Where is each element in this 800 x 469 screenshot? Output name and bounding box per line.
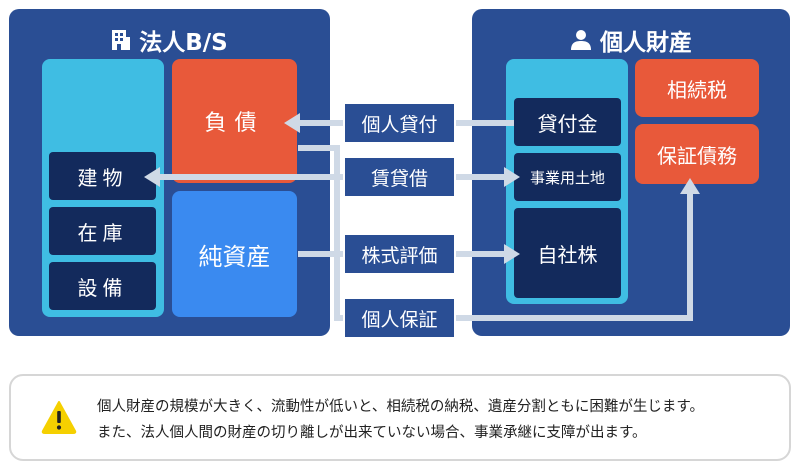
personal-inheritance-tax: 相続税 (635, 59, 759, 117)
relation-lease: 賃貸借 (343, 156, 456, 198)
corporate-asset-equipment: 設備 (49, 262, 156, 310)
relation-personal-loan: 個人貸付 (343, 102, 456, 144)
stock-arrowhead (504, 244, 520, 264)
personal-guarantee-obligation: 保証債務 (635, 124, 759, 184)
relation-stock-valuation: 株式評価 (343, 233, 456, 275)
personal-assets-title: 個人財産 (472, 23, 790, 57)
warning-note: 個人財産の規模が大きく、流動性が低いと、相続税の納税、遺産分割ともに困難が生じま… (9, 374, 791, 461)
corporate-bs-title-text: 法人B/S (139, 30, 228, 56)
warning-note-text: 個人財産の規模が大きく、流動性が低いと、相続税の納税、遺産分割ともに困難が生じま… (97, 394, 777, 446)
guarantee-arrow-line (298, 145, 693, 321)
lease-arrowhead-left (144, 167, 160, 187)
corporate-asset-inventory: 在庫 (49, 207, 156, 255)
warning-icon (41, 401, 77, 434)
relation-personal-guarantee: 個人保証 (343, 297, 456, 339)
corporate-bs-title: 法人B/S (9, 23, 330, 57)
lease-arrowhead-right (504, 167, 520, 187)
guarantee-arrowhead (680, 178, 700, 194)
person-icon (571, 30, 591, 50)
warning-note-line-1: 個人財産の規模が大きく、流動性が低いと、相続税の納税、遺産分割ともに困難が生じま… (97, 399, 704, 415)
corporate-net-assets: 純資産 (172, 191, 297, 317)
personal-asset-loan: 貸付金 (514, 98, 621, 146)
corporate-liability: 負債 (172, 59, 297, 183)
personal-asset-land: 事業用土地 (514, 153, 621, 201)
warning-note-line-2: また、法人個人間の財産の切り離しが出来ていない場合、事業承継に支障が出ます。 (97, 425, 647, 441)
building-icon (112, 30, 131, 50)
corporate-asset-building: 建物 (49, 152, 156, 200)
loan-arrowhead (284, 113, 300, 133)
personal-asset-company-stock: 自社株 (514, 208, 621, 298)
personal-assets-title-text: 個人財産 (600, 30, 692, 56)
